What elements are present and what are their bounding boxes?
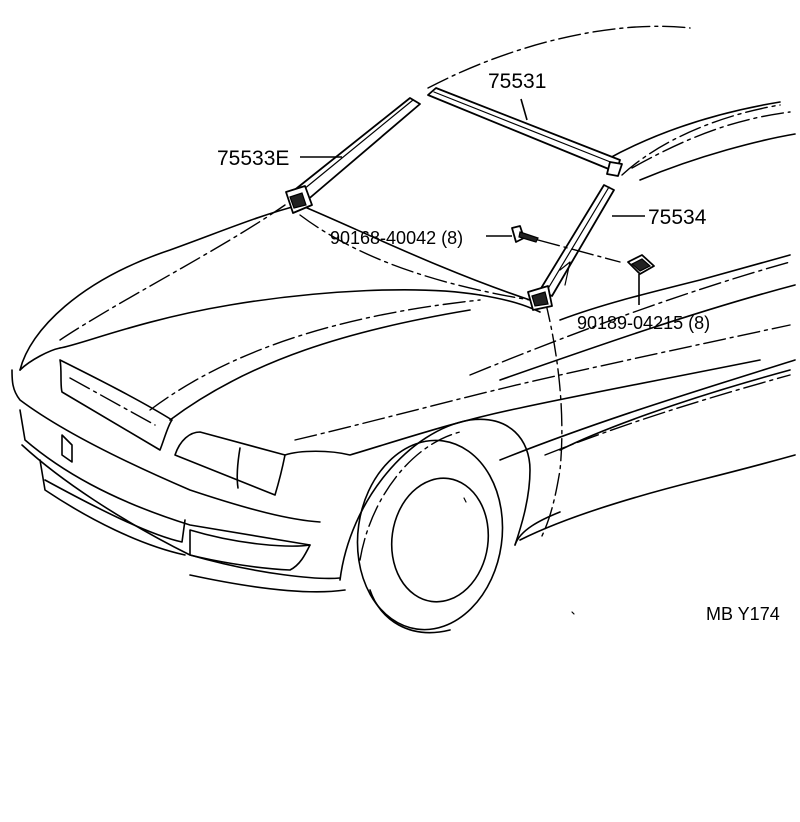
bolt-90168-40042 xyxy=(511,225,621,263)
reference-code: MB Y174 xyxy=(706,604,780,624)
part-75533e-left-pillar-molding xyxy=(285,97,421,214)
leader-lines xyxy=(300,98,645,305)
part-75531-windshield-upper-molding xyxy=(427,87,623,177)
part-75534-right-pillar-molding xyxy=(527,184,615,311)
callout-75533e: 75533E xyxy=(217,147,289,170)
callout-bolt-90168-40042: 90168-40042 (8) xyxy=(330,228,463,248)
callout-clip-90189-04215: 90189-04215 (8) xyxy=(577,313,710,333)
clip-90189-04215 xyxy=(627,254,655,275)
callout-75534: 75534 xyxy=(648,206,707,229)
callout-75531: 75531 xyxy=(488,70,546,93)
car-body xyxy=(11,25,796,634)
